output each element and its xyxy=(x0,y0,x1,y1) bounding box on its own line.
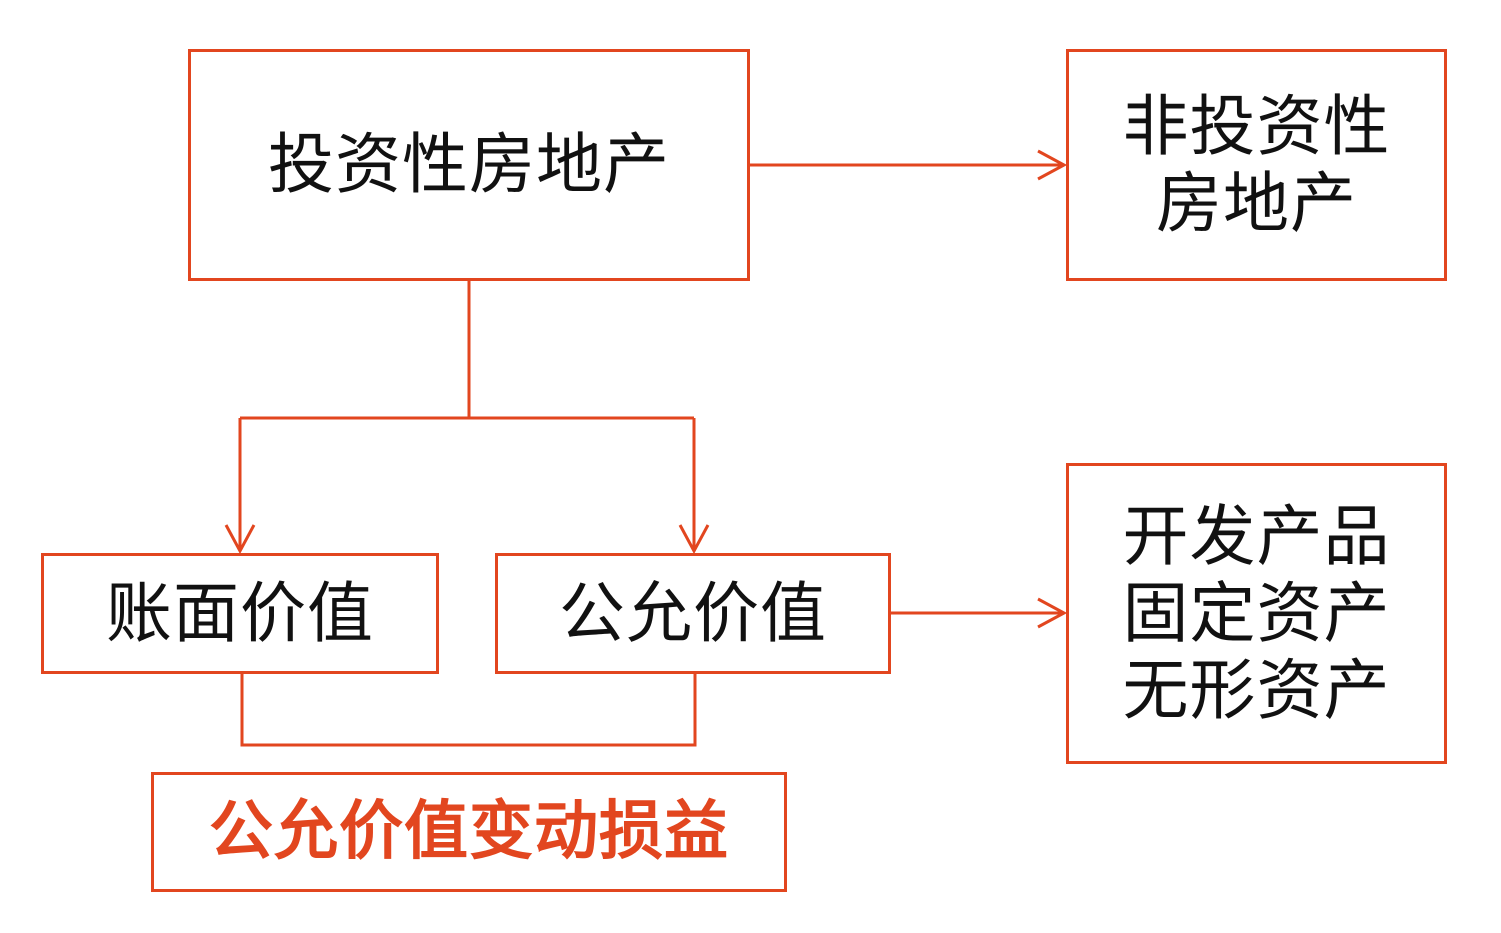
arrowhead-non-investment xyxy=(1037,149,1068,181)
arrowhead-book-value xyxy=(224,524,256,555)
fair-value-label: 公允价值 xyxy=(559,574,827,652)
asset-type-intangible-assets: 无形资产 xyxy=(1122,652,1391,730)
book-value-label: 账面价值 xyxy=(106,574,374,652)
asset-type-development-products: 开发产品 xyxy=(1122,497,1391,575)
asset-types-label: 开发产品 固定资产 无形资产 xyxy=(1123,498,1391,730)
arrowhead-asset-types xyxy=(1037,597,1068,629)
asset-types-box: 开发产品 固定资产 无形资产 xyxy=(1066,463,1447,764)
non-investment-property-line-2: 房地产 xyxy=(1156,165,1357,242)
non-investment-property-box: 非投资性 房地产 xyxy=(1066,49,1447,281)
non-investment-property-line-1: 非投资性 xyxy=(1122,87,1391,165)
fair-value-change-gain-loss-box: 公允价值变动损益 xyxy=(151,772,787,892)
edge-value-bracket xyxy=(240,670,697,747)
book-value-box: 账面价值 xyxy=(41,553,439,674)
investment-property-label: 投资性房地产 xyxy=(268,126,670,204)
fair-value-box: 公允价值 xyxy=(495,553,891,674)
asset-type-fixed-assets: 固定资产 xyxy=(1122,574,1391,652)
investment-property-box: 投资性房地产 xyxy=(188,49,750,281)
fair-value-change-gain-loss-label: 公允价值变动损益 xyxy=(209,794,729,870)
non-investment-property-label: 非投资性 房地产 xyxy=(1123,88,1391,242)
arrowhead-fair-value xyxy=(678,524,710,555)
